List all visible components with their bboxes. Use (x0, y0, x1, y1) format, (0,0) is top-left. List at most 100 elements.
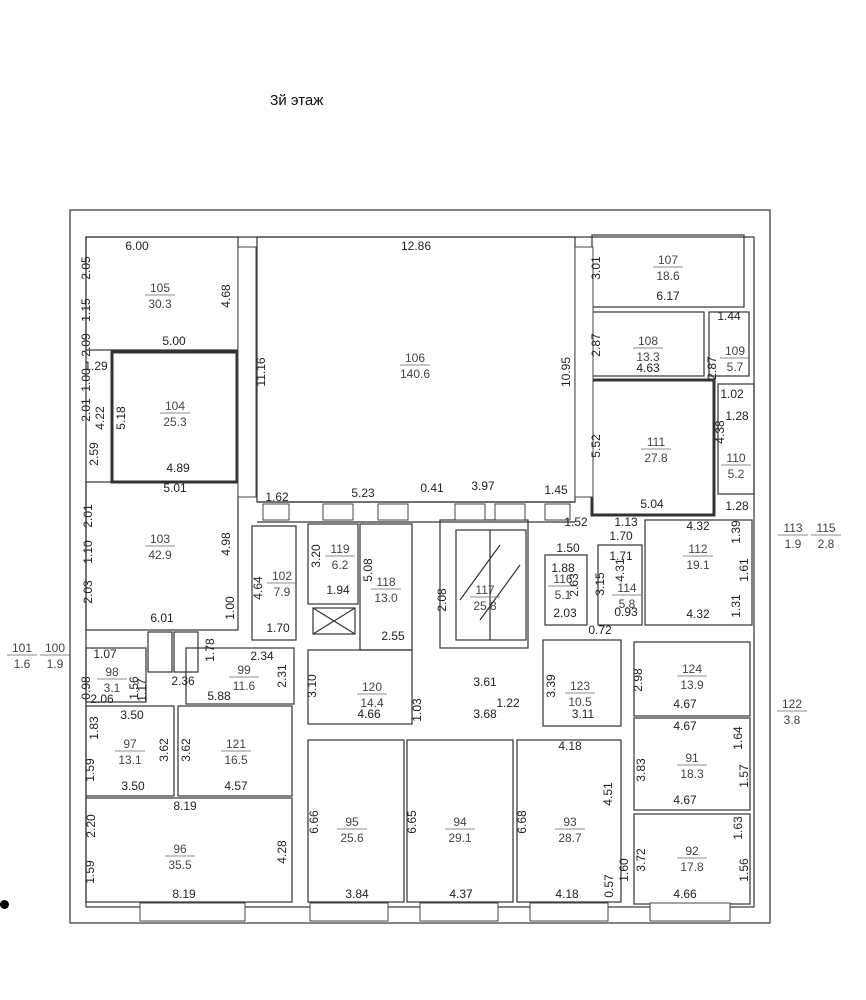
dimension-label: 2.09 (79, 333, 93, 357)
room-number: 116 (553, 572, 572, 586)
room-number: 98 (105, 665, 119, 679)
dimension-label: 1.64 (731, 726, 745, 750)
room-area: 18.6 (656, 269, 680, 283)
dimension-label: 3.83 (634, 758, 648, 782)
dimension-label: 10.95 (559, 357, 573, 387)
dimension-label: 0.98 (79, 676, 93, 700)
dimension-label: 4.98 (219, 532, 233, 556)
dimension-label: 2.31 (275, 664, 289, 688)
dimension-label: 0.57 (602, 874, 616, 898)
dimension-label: 4.68 (219, 284, 233, 308)
dimension-label: 12.86 (401, 239, 431, 253)
dimension-label: 1.44 (717, 309, 741, 323)
dimension-label: 3.20 (309, 544, 323, 568)
dimension-label: 3.15 (593, 572, 607, 596)
room-area: 25.8 (473, 599, 497, 613)
dimension-label: 1.94 (326, 583, 350, 597)
dimension-label: 4.57 (224, 779, 248, 793)
dimension-label: 4.22 (93, 406, 107, 430)
room-area: 3.8 (784, 713, 801, 727)
room-area: 28.7 (558, 831, 582, 845)
room-number: 92 (685, 844, 699, 858)
room-111: 111 27.8 (641, 435, 671, 465)
dimension-label: 1.00 (79, 368, 93, 392)
dimension-label: 8.19 (173, 799, 197, 813)
dimension-label: 1.45 (544, 483, 568, 497)
dimension-label: 5.08 (361, 558, 375, 582)
room-number: 108 (638, 334, 658, 348)
room-area: 3.1 (104, 681, 121, 695)
room-number: 118 (376, 575, 395, 589)
dimension-label: 6.17 (656, 289, 680, 303)
dimension-label: 1.31 (729, 594, 743, 618)
dimension-label: 1.15 (79, 298, 93, 322)
room-number: 97 (123, 737, 137, 751)
dimension-label: 2.34 (250, 649, 274, 663)
dimension-label: 1.07 (93, 647, 117, 661)
room-number: 105 (150, 281, 170, 295)
dimension-label: 3.62 (179, 738, 193, 762)
dimension-label: 1.83 (87, 716, 101, 740)
room-area: 2.8 (818, 537, 835, 551)
room-number: 113 (783, 521, 802, 535)
room-area: 5.1 (555, 588, 572, 602)
dimension-label: 1.59 (83, 758, 97, 782)
room-area: 1.9 (785, 537, 802, 551)
room-number: 100 (45, 641, 65, 655)
room-number: 121 (226, 737, 246, 751)
room-98: 983.1 (97, 665, 127, 695)
room-number: 93 (563, 815, 577, 829)
dimension-label: 3.01 (589, 256, 603, 280)
room-number: 111 (647, 435, 666, 449)
dimension-label: 3.39 (544, 674, 558, 698)
room-area: 5.8 (619, 597, 636, 611)
dimension-label: 4.89 (166, 461, 190, 475)
dimension-label: 8.19 (172, 887, 196, 901)
room-area: 35.5 (168, 858, 192, 872)
dimension-label: 1.70 (266, 621, 290, 635)
dimension-label: 1.70 (609, 529, 633, 543)
dimension-label: 2.03 (553, 606, 577, 620)
room-area: 140.6 (400, 367, 430, 381)
room-number: 114 (617, 581, 636, 595)
dimension-label: 5.00 (162, 334, 186, 348)
room-number: 119 (330, 542, 349, 556)
dimension-label: 2.87 (589, 333, 603, 357)
dimension-label: 4.38 (713, 420, 727, 444)
room-area: 13.1 (118, 753, 142, 767)
dimension-label: 2.59 (87, 442, 101, 466)
room-area: 27.8 (644, 451, 668, 465)
dimension-label: 4.67 (673, 719, 697, 733)
dimension-label: 0.41 (420, 481, 444, 495)
building-walls (69, 209, 771, 924)
room-number: 115 (816, 521, 835, 535)
room-number: 117 (475, 583, 494, 597)
dimension-label: 1.56 (737, 858, 751, 882)
dimension-label: 1.60 (617, 858, 631, 882)
dimension-label: 1.28 (725, 409, 749, 423)
room-number: 95 (345, 815, 359, 829)
room-area: 1.9 (47, 657, 64, 671)
dimension-label: 1.29 (84, 359, 108, 373)
room-area: 5.2 (728, 467, 745, 481)
room-area: 25.6 (340, 831, 364, 845)
room-area: 11.6 (233, 679, 256, 693)
dimension-label: 4.67 (673, 793, 697, 807)
room-area: 6.2 (332, 558, 349, 572)
dimension-label: 2.01 (79, 398, 93, 422)
dimension-label: 1.62 (265, 490, 289, 504)
